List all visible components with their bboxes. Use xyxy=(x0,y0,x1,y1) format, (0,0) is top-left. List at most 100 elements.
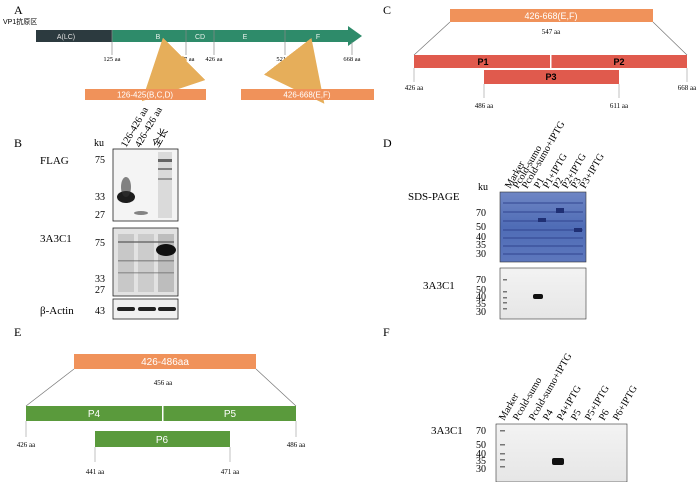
panel-d: D Marker Pcold-sumo Pcold-sumo+IPTG P1 P… xyxy=(383,119,607,320)
pos-426: 426 aa xyxy=(205,56,222,63)
c-p3-left-label: 486 aa xyxy=(475,102,494,110)
panel-d-letter: D xyxy=(383,136,392,150)
e-right-label: 486 aa xyxy=(287,441,306,449)
segment-bcdef xyxy=(112,30,348,42)
c-p3-label: P3 xyxy=(545,72,556,82)
f-marker-35: 35 xyxy=(476,456,486,467)
f-lane-9: P6+IPTG xyxy=(611,384,640,423)
d-wb-marker-35: 35 xyxy=(476,299,486,310)
e-p5-bar xyxy=(163,406,296,421)
panel-c: C 426-668(E,F) 547 aa P1 P2 426 aa 668 a… xyxy=(383,3,697,110)
arrow-to-frag1 xyxy=(141,37,206,102)
blot-actin-label: β-Actin xyxy=(40,305,74,317)
panel-c-letter: C xyxy=(383,3,391,17)
panel-e: E 426-486aa 456 aa P4 P5 426 aa 486 aa P… xyxy=(14,325,306,476)
sds-marker-30: 30 xyxy=(476,249,486,260)
e-p6-bar xyxy=(95,431,230,447)
pos-668: 668 aa xyxy=(343,56,360,63)
f-lane-4: P4 xyxy=(541,408,556,423)
d-wb-blot xyxy=(499,267,587,320)
e-p6-right-label: 471 aa xyxy=(221,468,240,476)
f-marker-70: 70 xyxy=(476,426,486,437)
d-wb-label: 3A3C1 xyxy=(423,280,455,292)
c-p1-bar xyxy=(414,55,550,68)
e-p5-label: P5 xyxy=(224,409,237,420)
c-left-label: 426 aa xyxy=(405,84,424,92)
vp1-arrow-head xyxy=(348,26,362,46)
e-split-label: 456 aa xyxy=(154,379,173,387)
e-left-label: 426 aa xyxy=(17,441,36,449)
sds-marker-70: 70 xyxy=(476,208,486,219)
blot-3a3c1 xyxy=(112,227,179,297)
panel-e-letter: E xyxy=(14,325,21,339)
e-p4-label: P4 xyxy=(88,409,101,420)
segment-label-e: E xyxy=(243,34,248,41)
d-wb-band-p1 xyxy=(533,294,543,299)
segment-label-cd: CD xyxy=(195,34,205,41)
d-lane-8: P3 xyxy=(569,176,584,191)
fragment-126-425-label: 126-425(B,C,D) xyxy=(117,91,173,100)
3a3c1-marker-33: 33 xyxy=(95,274,105,285)
sds-marker-50: 50 xyxy=(476,222,486,233)
d-ku: ku xyxy=(478,182,488,193)
panel-f-letter: F xyxy=(383,325,390,339)
panel-a-title: VP1抗原区 xyxy=(3,17,37,26)
fragment-126-425 xyxy=(85,89,206,100)
segment-a-lc xyxy=(36,30,112,42)
flag-marker-27: 27 xyxy=(95,210,105,221)
3a3c1-marker-75: 75 xyxy=(95,238,105,249)
sds-marker-40: 40 xyxy=(476,232,486,243)
arrow-to-frag2 xyxy=(263,37,325,104)
f-lane-6: P5 xyxy=(569,408,584,423)
pos-125: 125 aa xyxy=(103,56,120,63)
f-wb-blot xyxy=(495,423,628,482)
panel-f: F Marker Pcold-sumo Pcold-sumo+IPTG P4 P… xyxy=(383,325,640,482)
f-wb-band-p4 xyxy=(552,458,564,465)
d-lane-6: P2 xyxy=(551,176,566,191)
sds-gel xyxy=(499,191,587,263)
sds-marker-35: 35 xyxy=(476,240,486,251)
actin-marker-43: 43 xyxy=(95,306,105,317)
f-marker-50: 50 xyxy=(476,440,486,451)
segment-label-b: B xyxy=(156,34,161,41)
d-wb-marker-70: 70 xyxy=(476,275,486,286)
c-p3-bar xyxy=(484,70,619,84)
c-split-label: 547 aa xyxy=(542,28,561,36)
flag-marker-33: 33 xyxy=(95,192,105,203)
d-wb-marker-30: 30 xyxy=(476,307,486,318)
panel-b: B ku 126-426 aa 426-426 aa 全长 FLAG 75 33… xyxy=(14,105,179,320)
flag-marker-75: 75 xyxy=(95,155,105,166)
d-wb-marker-40: 40 xyxy=(476,292,486,303)
d-lane-4: P1 xyxy=(532,176,547,191)
panel-b-letter: B xyxy=(14,136,22,150)
f-wb-label: 3A3C1 xyxy=(431,425,463,437)
sds-label: SDS-PAGE xyxy=(408,191,460,203)
c-right-label: 668 aa xyxy=(678,84,697,92)
c-top-bar xyxy=(450,9,653,22)
c-p3-right-label: 611 aa xyxy=(610,102,629,110)
c-p1-label: P1 xyxy=(477,57,488,67)
f-marker-30: 30 xyxy=(476,464,486,475)
e-top-bar xyxy=(74,354,256,369)
segment-label-f: F xyxy=(316,34,320,41)
f-lane-8: P6 xyxy=(597,408,612,423)
c-top-label: 426-668(E,F) xyxy=(524,11,577,21)
e-top-label: 426-486aa xyxy=(141,357,189,368)
e-p4-bar xyxy=(26,406,162,421)
panel-a-letter: A xyxy=(14,3,23,17)
panel-b-ku: ku xyxy=(94,138,104,149)
blot-flag-label: FLAG xyxy=(40,155,69,167)
d-wb-marker-50: 50 xyxy=(476,285,486,296)
fragment-426-668 xyxy=(241,89,374,100)
blot-3a3c1-label: 3A3C1 xyxy=(40,233,72,245)
c-p2-bar xyxy=(551,55,687,68)
panel-a: A VP1抗原区 A(LC) B CD E F 125 aa 397 aa 42… xyxy=(3,3,374,104)
fragment-426-668-label: 426-668(E,F) xyxy=(283,91,330,100)
3a3c1-marker-27: 27 xyxy=(95,285,105,296)
segment-label-a: A(LC) xyxy=(57,34,75,41)
e-p6-label: P6 xyxy=(156,435,169,446)
f-marker-40: 40 xyxy=(476,449,486,460)
e-p6-left-label: 441 aa xyxy=(86,468,105,476)
